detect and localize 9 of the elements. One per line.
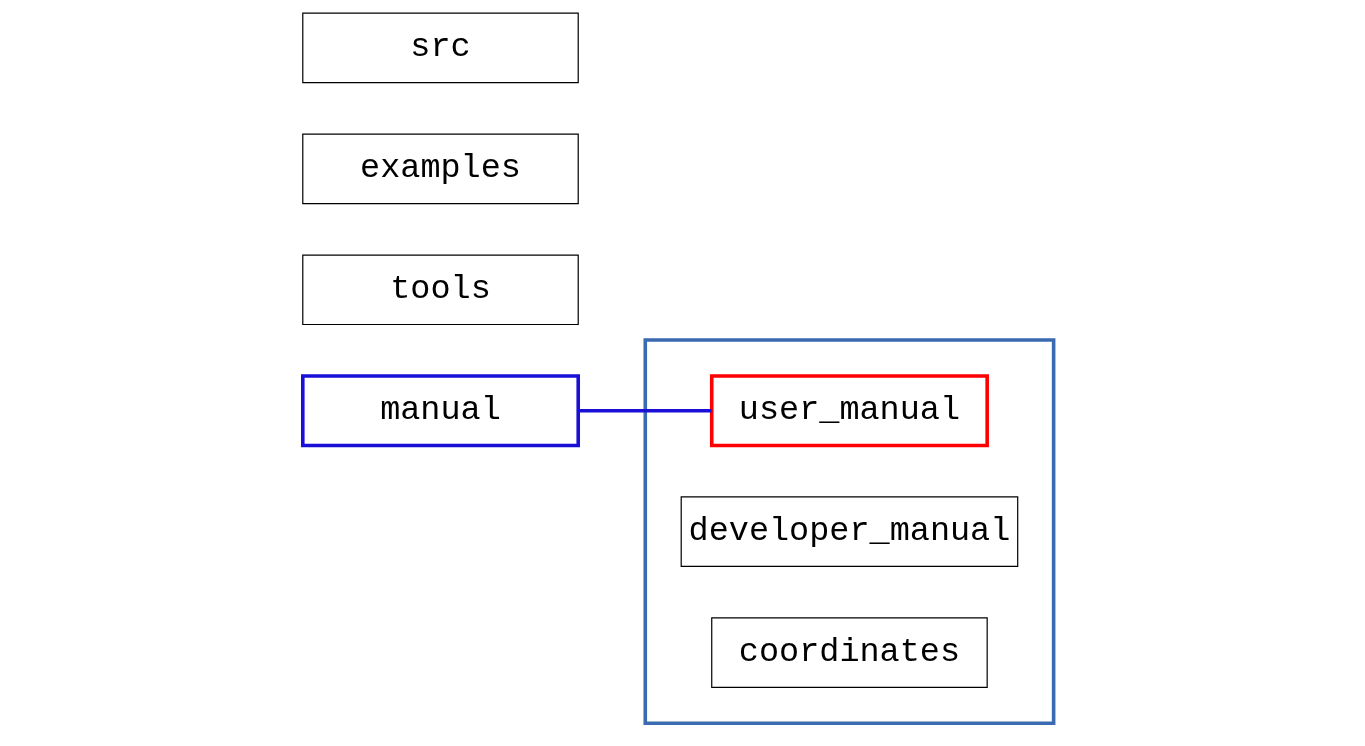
node-box: examples xyxy=(301,133,579,205)
connector xyxy=(578,408,711,413)
node-box: src xyxy=(301,12,579,84)
node-box: manual xyxy=(300,374,580,448)
cluster xyxy=(643,338,1055,726)
node-box: developer_manual xyxy=(680,496,1018,567)
node-box: coordinates xyxy=(710,617,988,688)
node-box: user_manual xyxy=(709,374,989,448)
node-box: tools xyxy=(301,254,579,326)
